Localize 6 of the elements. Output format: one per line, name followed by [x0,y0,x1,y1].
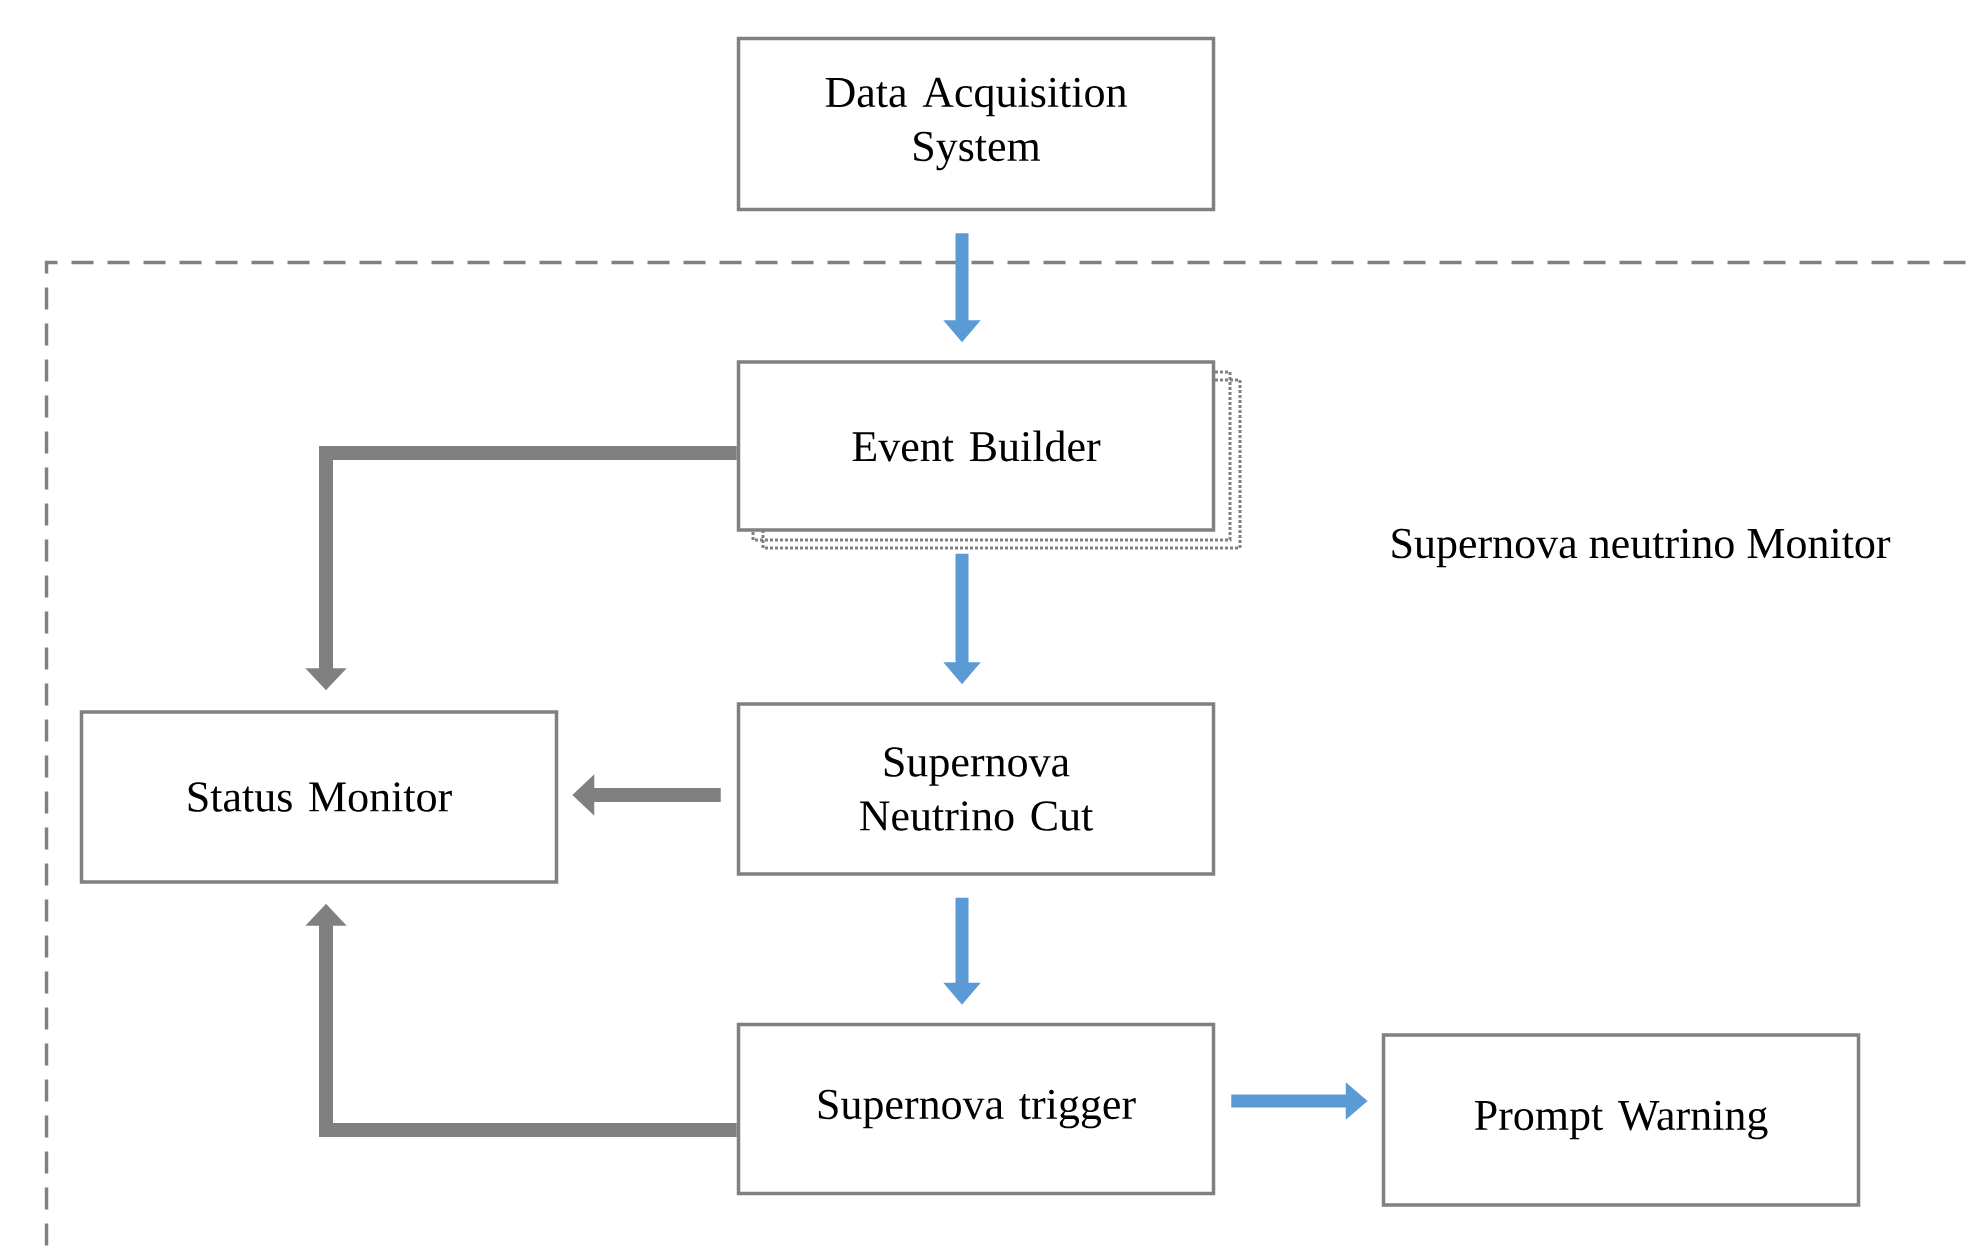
process-box: Status Monitor [79,710,559,884]
process-box: Data Acquisition System [736,36,1216,212]
process-box: Supernova Neutrino Cut [736,702,1216,876]
process-box: Prompt Warning [1381,1033,1861,1207]
process-box: Event Builder [736,360,1216,532]
process-box: Supernova trigger [736,1022,1216,1196]
